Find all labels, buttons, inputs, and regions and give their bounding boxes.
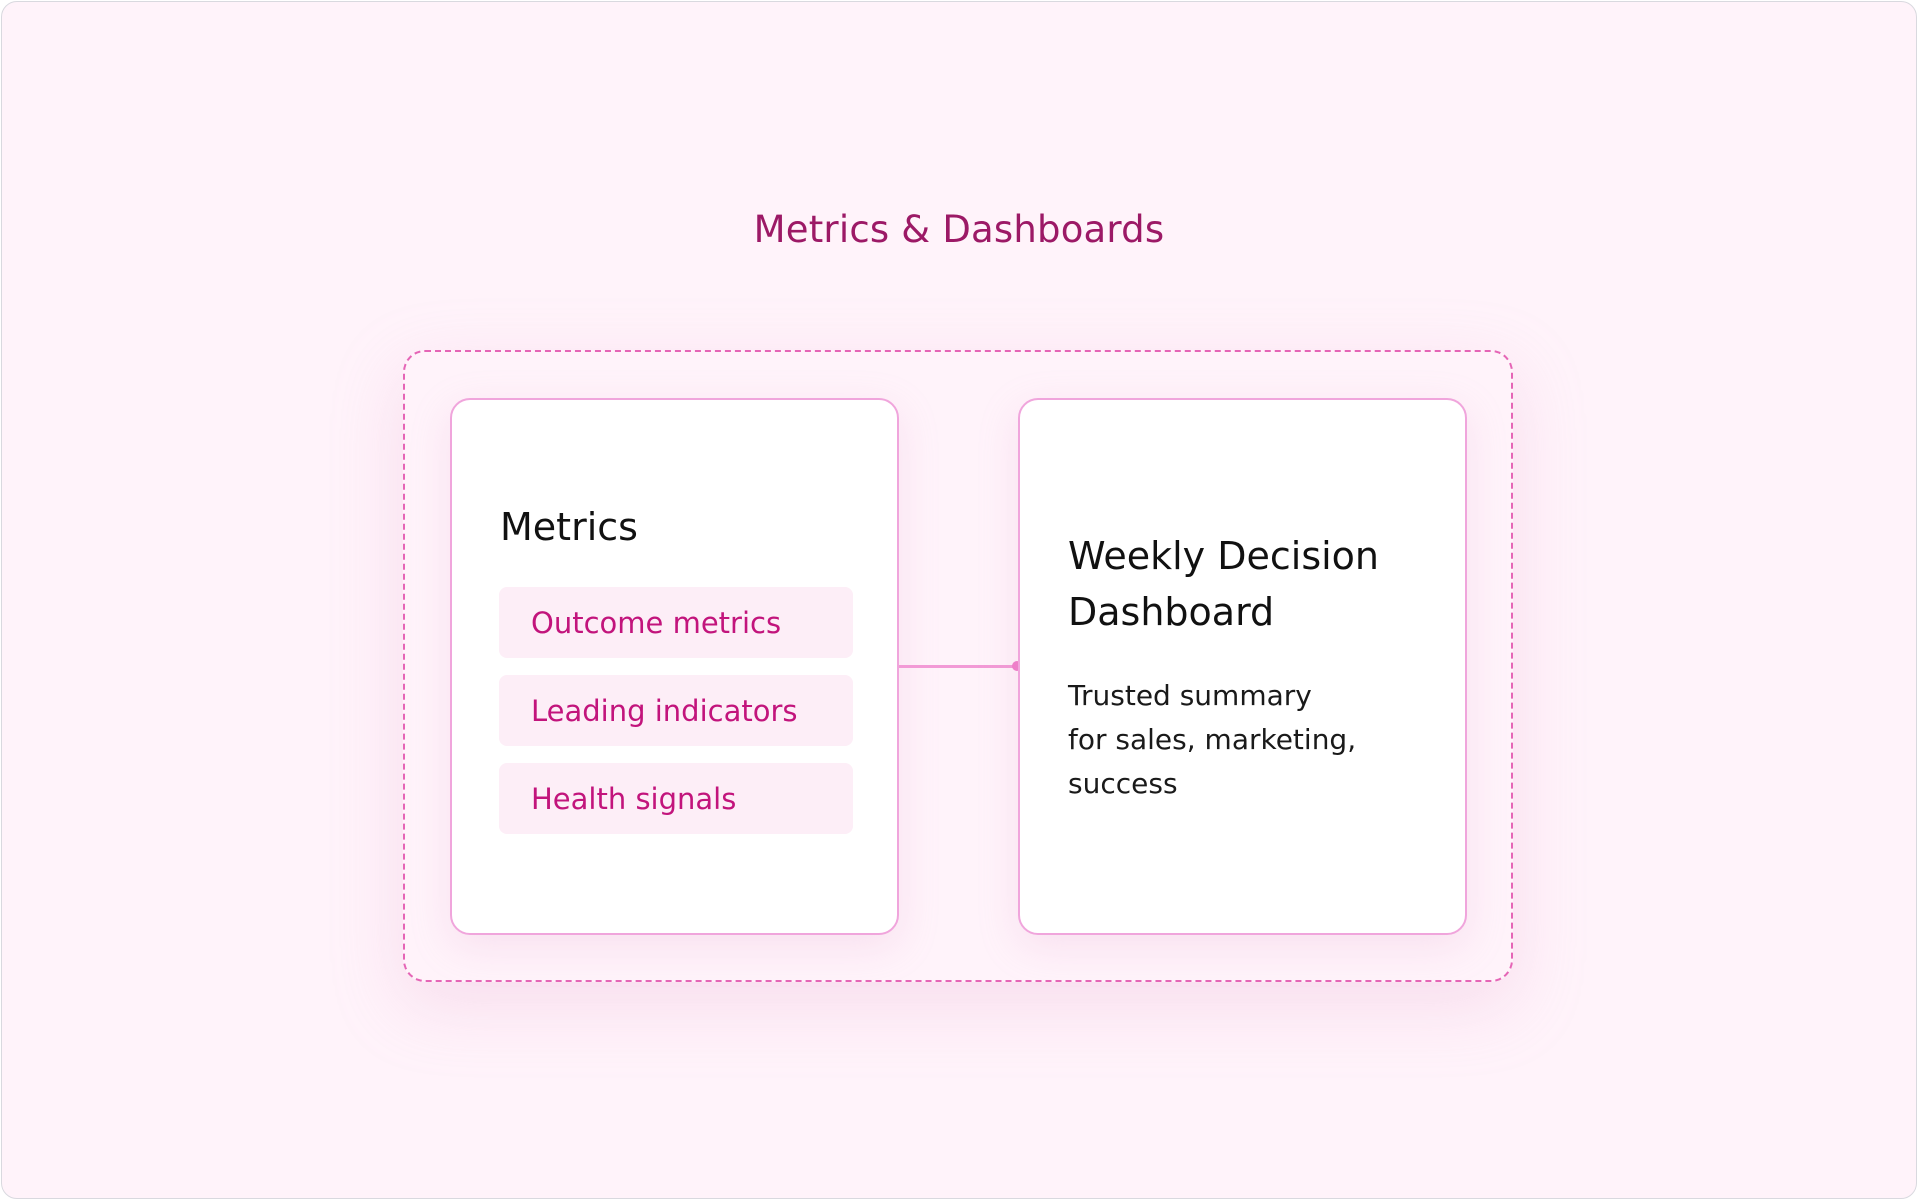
dashboard-description: Trusted summary for sales, marketing, su… (1068, 674, 1408, 806)
metrics-card-heading: Metrics (500, 505, 638, 549)
connector-line (899, 665, 1019, 668)
diagram-title: Metrics & Dashboards (753, 208, 1165, 251)
dashboard-card-heading: Weekly Decision Dashboard (1068, 528, 1428, 640)
metrics-item-outcome: Outcome metrics (499, 587, 853, 658)
dashboard-description-line: for sales, marketing, (1068, 723, 1357, 756)
metrics-item-health: Health signals (499, 763, 853, 834)
metrics-item-label: Leading indicators (531, 693, 798, 728)
diagram-group-boundary (403, 350, 1513, 982)
metrics-item-leading: Leading indicators (499, 675, 853, 746)
metrics-item-label: Outcome metrics (531, 605, 782, 640)
dashboard-heading-line: Weekly Decision (1068, 534, 1380, 578)
connector-endpoint (1012, 661, 1022, 671)
dashboard-description-line: success (1068, 767, 1178, 800)
metrics-card: Metrics Outcome metrics Leading indicato… (450, 398, 899, 935)
dashboard-description-line: Trusted summary (1068, 679, 1312, 712)
metrics-list: Outcome metrics Leading indicators Healt… (499, 587, 853, 851)
dashboard-heading-line: Dashboard (1068, 590, 1275, 634)
metrics-item-label: Health signals (531, 781, 737, 816)
dashboard-card: Weekly Decision Dashboard Trusted summar… (1018, 398, 1467, 935)
